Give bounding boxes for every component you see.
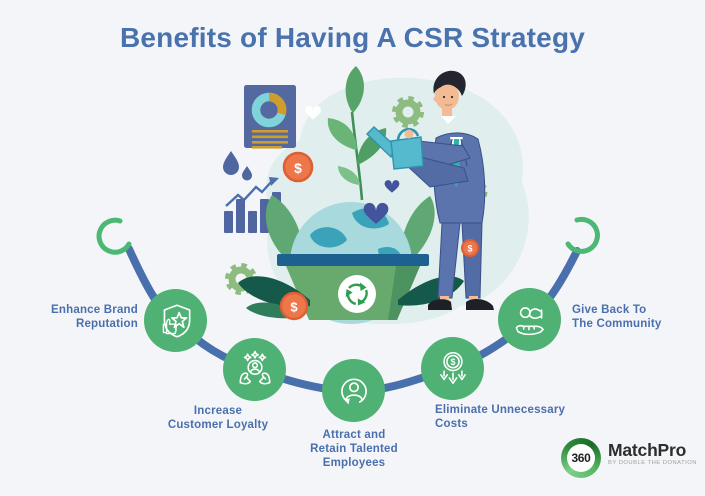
person-retention-arrow-icon [340,378,367,404]
crescent-right-icon [565,216,600,254]
growth-arrow-icon [225,177,279,207]
benefit-label-attract-retain-employees: Attract and Retain Talented Employees [310,429,398,469]
benefit-circle-attract-retain-employees [322,359,385,422]
logo-ring-icon: 360 [561,438,601,478]
dollar-coin-icon: $ [282,151,314,183]
matchpro-logo: 360 MatchPro BY DOUBLE THE DONATION [561,438,697,478]
benefit-circle-increase-customer-loyalty [223,338,286,401]
logo-badge: 360 [567,444,595,472]
dollar-coin-icon: $ [279,291,309,321]
coin-dollar-sign: $ [290,300,298,315]
heart-icon [305,105,400,224]
hand-giving-coin-icon [515,306,544,335]
water-drops-icon [223,151,252,181]
gear-icon [392,96,424,128]
coin-dollar-sign: $ [294,160,302,176]
dollar-coin-down-arrows-icon: $ [439,351,466,384]
recycle-icon [345,282,368,306]
hands-holding-person-icon [239,350,270,385]
benefit-label-eliminate-unnecessary-costs: Eliminate Unnecessary Costs [435,404,566,430]
dollar-sign: $ [450,357,455,367]
coin-dollar-sign: $ [467,244,472,254]
logo-name: MatchPro [608,440,687,460]
shield-star-thumbs-up-icon [162,303,190,338]
benefit-label-increase-customer-loyalty: Increase Customer Loyalty [167,405,269,431]
recycling-planter [277,254,429,320]
page-title: Benefits of Having A CSR Strategy [119,22,586,53]
watering-can-icon [365,126,424,170]
logo-tagline: BY DOUBLE THE DONATION [608,460,697,466]
crescent-left-icon [96,217,132,255]
benefit-circle-enhance-brand-reputation [144,289,207,352]
report-document [244,85,296,149]
benefit-circle-eliminate-unnecessary-costs: $ [421,337,484,400]
dollar-coin-icon: $ [461,239,479,257]
benefit-circle-give-back-community [498,288,561,351]
benefit-label-give-back-community: Give Back To The Community [572,304,662,330]
benefit-label-enhance-brand-reputation: Enhance Brand Reputation [51,304,138,330]
